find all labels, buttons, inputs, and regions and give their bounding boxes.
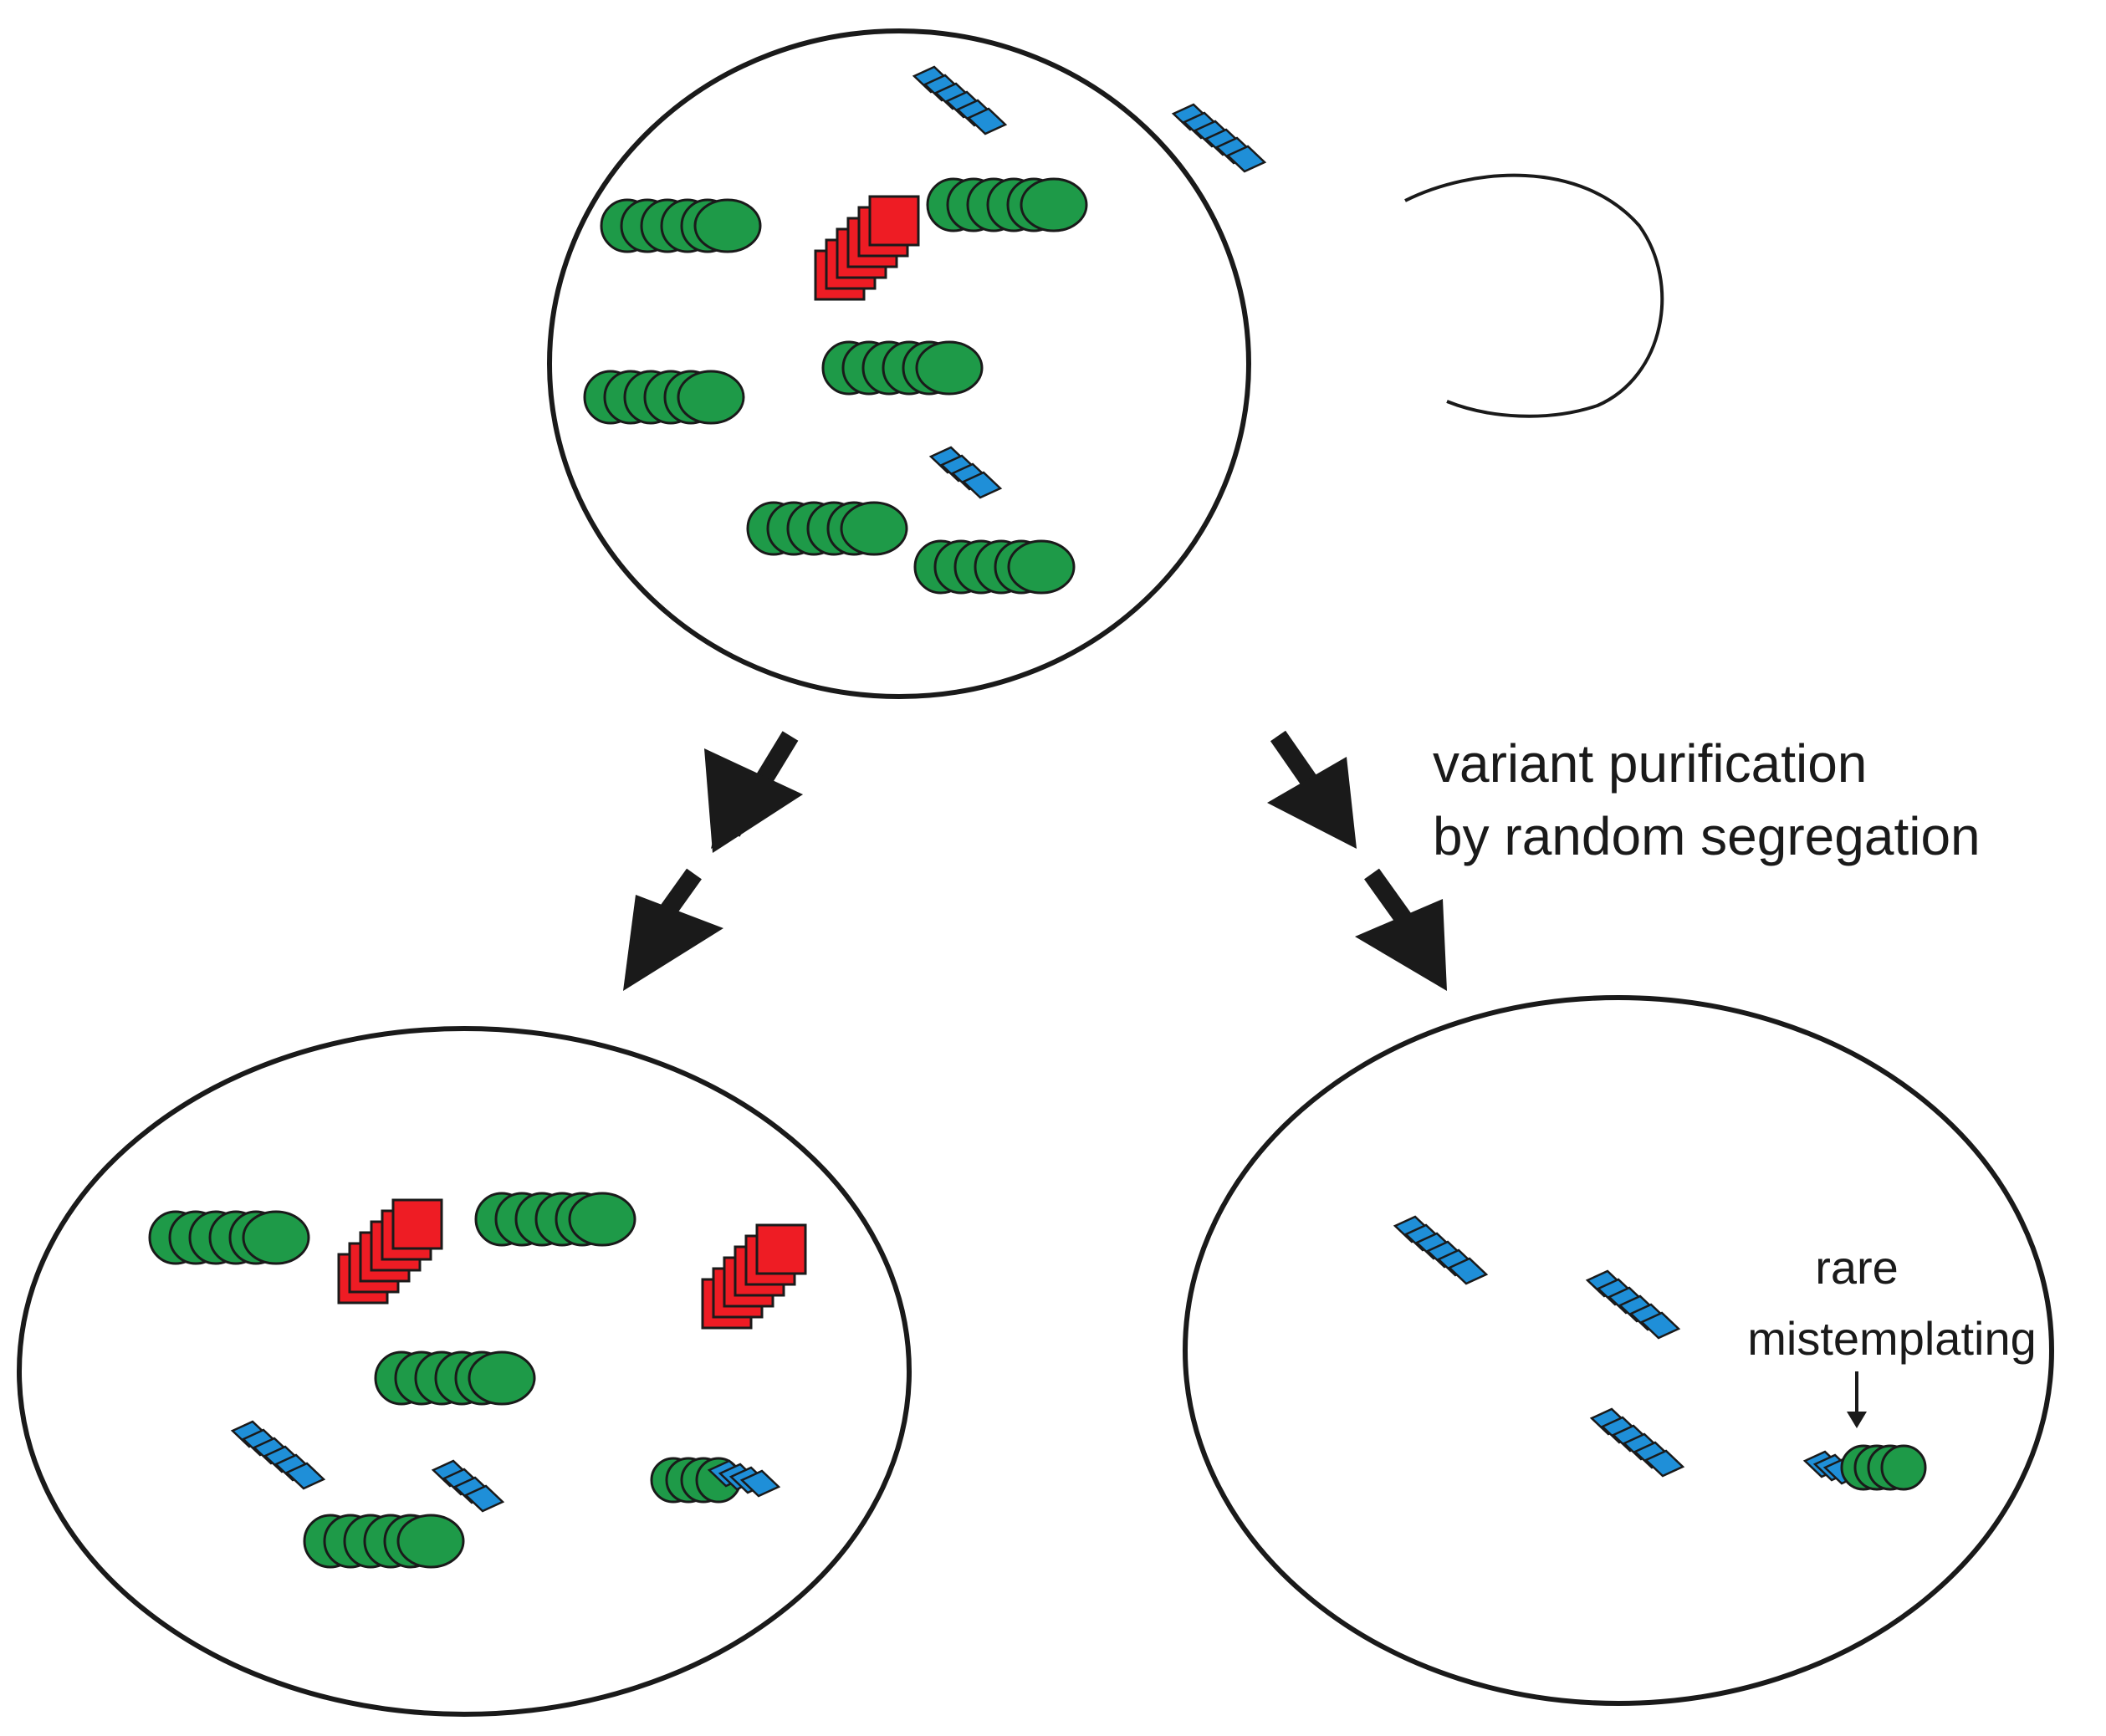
green-fiber-unit: [242, 1210, 310, 1265]
green-fiber-unit: [915, 340, 984, 396]
mother-blue-fibers: [912, 65, 1267, 499]
left-arrow-1-head-b: [704, 748, 803, 853]
green-fiber-unit: [468, 1351, 536, 1406]
left-green-fibers: [148, 1192, 636, 1569]
mother-red-fibers: [814, 195, 920, 301]
green-fiber-unit: [1007, 539, 1076, 595]
left-blue-fibers: [230, 1420, 505, 1513]
green-fiber-unit: [840, 501, 908, 556]
mistemplating-label: mistemplating: [1747, 1312, 2036, 1365]
blue-fiber-unit: [1447, 1257, 1489, 1285]
right-mistemplated-fiber: [1802, 1444, 1927, 1491]
red-fiber-unit: [391, 1198, 443, 1250]
mother-green-fibers: [583, 177, 1088, 595]
green-fiber-unit: [396, 1514, 465, 1569]
right-blue-fibers: [1393, 1215, 1685, 1478]
left-daughter-cell: [17, 1026, 912, 1717]
green-fiber-unit: [693, 198, 762, 253]
blue-fiber-unit: [284, 1462, 326, 1490]
mother-cell-outline: [547, 28, 1251, 699]
right-daughter-outline: [1183, 995, 2054, 1706]
left-arrows: [623, 731, 803, 991]
right-arrow-2-head: [1355, 899, 1447, 991]
mother-cell: [547, 28, 1664, 699]
green-fiber-unit: [568, 1192, 636, 1247]
purification-label-line2: by random segregation: [1433, 806, 1981, 866]
left-mixed-fiber: [650, 1457, 781, 1504]
blue-fiber-unit: [739, 1469, 781, 1498]
right-arrow-1-head: [1267, 757, 1357, 849]
blue-fiber-unit: [961, 471, 1003, 499]
bud-outline: [1404, 173, 1664, 418]
blue-fiber-unit: [1225, 145, 1267, 173]
blue-fiber-unit: [966, 107, 1008, 135]
green-fiber-unit: [1880, 1444, 1927, 1491]
rare-label: rare: [1815, 1241, 1899, 1294]
blue-fiber-unit: [1643, 1449, 1685, 1478]
red-fiber-unit: [868, 195, 920, 247]
left-red-fibers: [337, 1198, 807, 1330]
mistemplating-pointer-head: [1847, 1412, 1867, 1428]
green-fiber-unit: [1020, 177, 1088, 232]
blue-fiber-unit: [463, 1484, 505, 1513]
blue-fiber-unit: [1639, 1311, 1681, 1340]
red-fiber-unit: [755, 1223, 807, 1275]
purification-label-line1: variant purification: [1433, 733, 1867, 794]
right-arrows: [1267, 730, 1447, 991]
green-fiber-unit: [677, 370, 745, 425]
left-daughter-outline: [17, 1026, 912, 1717]
right-daughter-cell: rare mistemplating: [1183, 995, 2054, 1706]
left-arrow-2-head: [623, 895, 723, 991]
